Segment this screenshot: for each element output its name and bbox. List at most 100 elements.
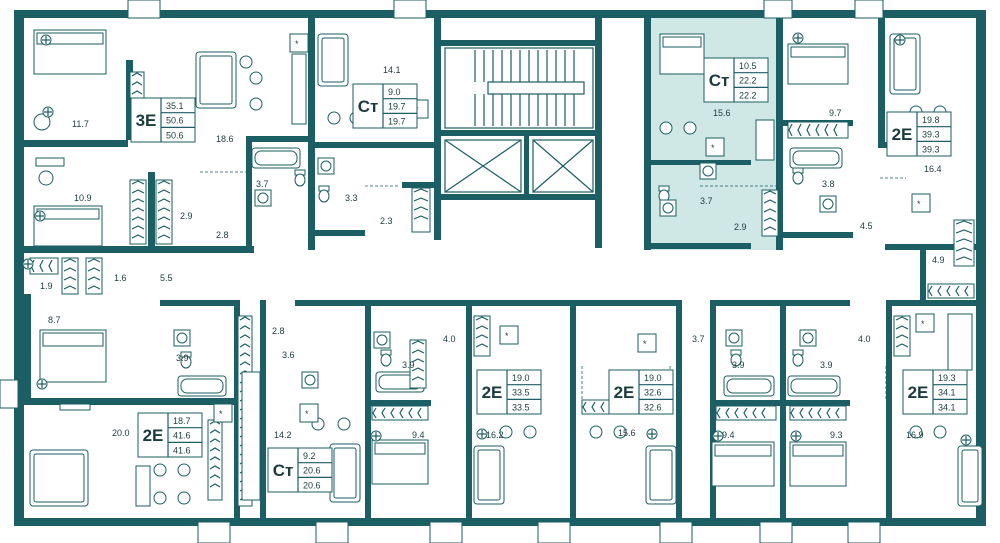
chair-icon — [33, 113, 51, 131]
toilet-icon — [318, 185, 330, 203]
room-area: 9.7 — [829, 108, 842, 118]
apartment-area-value: 9.2 — [303, 451, 316, 461]
sofa-icon — [29, 449, 89, 507]
bed-icon — [789, 441, 847, 487]
bed-icon — [39, 329, 107, 383]
room-area: 2.9 — [180, 211, 193, 221]
sink-icon — [819, 195, 837, 213]
svg-text:*: * — [305, 409, 309, 419]
apartment-area-value: 35.1 — [166, 101, 184, 111]
room-area: 1.6 — [114, 273, 127, 283]
sink-icon — [373, 331, 391, 349]
sink-icon — [725, 329, 743, 347]
room-area: 2.8 — [216, 230, 229, 240]
desk-icon — [35, 157, 65, 167]
room-area: 9.4 — [412, 430, 425, 440]
apartment-area-value: 33.5 — [512, 388, 530, 398]
apartment-code: 2Е — [482, 383, 503, 402]
room-area: 8.7 — [48, 315, 61, 325]
apartment-code: Ст — [273, 461, 294, 480]
apartment-area-value: 20.6 — [303, 466, 321, 476]
apartment-area-value: 20.6 — [303, 480, 321, 490]
bathtub-icon — [251, 147, 301, 169]
wardrobe-icon — [761, 189, 779, 237]
apartment-area-value: 9.0 — [388, 87, 401, 97]
bed-icon — [33, 205, 103, 247]
stove-icon: * — [637, 333, 657, 353]
apartment-area-value: 50.6 — [166, 130, 184, 140]
chair-icon — [177, 463, 191, 477]
apartment-code: 2Е — [892, 125, 913, 144]
stove-icon: * — [299, 403, 319, 423]
room-area: 3.7 — [256, 179, 269, 189]
apartment-area-value: 22.2 — [739, 76, 757, 86]
apartment-code: Ст — [709, 71, 730, 90]
apartment-code: 3Е — [136, 111, 157, 130]
room-area: 4.0 — [858, 334, 871, 344]
wardrobe-icon — [85, 257, 103, 295]
chair-icon — [249, 71, 263, 85]
room-area: 4.0 — [443, 334, 456, 344]
apartment-code: 2Е — [143, 426, 164, 445]
toilet-icon — [792, 167, 804, 185]
sofa-icon — [195, 51, 237, 109]
room-area: 14.2 — [274, 430, 292, 440]
bathtub-icon — [723, 375, 775, 397]
toilet-icon — [180, 351, 192, 369]
apartment-area-value: 34.1 — [938, 402, 956, 412]
sink-icon — [173, 329, 191, 347]
wardrobe-icon — [953, 219, 975, 267]
socket-icon — [790, 430, 802, 442]
bed-icon — [371, 439, 429, 485]
room-area: 15.6 — [713, 108, 731, 118]
chair-icon — [523, 425, 537, 439]
wardrobe-icon — [409, 339, 427, 389]
chair-icon — [153, 491, 167, 505]
chair-icon — [613, 425, 627, 439]
apartment-area-value: 19.3 — [938, 373, 956, 383]
room-area: 3.7 — [692, 334, 705, 344]
wardrobe-icon — [371, 405, 429, 421]
sink-icon — [699, 162, 717, 180]
socket-icon — [960, 434, 972, 446]
stove-icon: * — [915, 313, 935, 333]
apartment-area-value: 32.6 — [644, 388, 662, 398]
room-area: 4.9 — [932, 255, 945, 265]
apartment-area-value: 50.6 — [166, 116, 184, 126]
apartment-area-value: 18.7 — [173, 416, 191, 426]
bed-icon — [659, 33, 705, 75]
socket-icon — [792, 32, 804, 44]
apartment-area-value: 19.8 — [922, 115, 940, 125]
svg-text:*: * — [295, 39, 299, 49]
chair-icon — [177, 491, 191, 505]
room-area: 3.3 — [345, 193, 358, 203]
apartment-area-value: 22.2 — [739, 90, 757, 100]
wardrobe-icon — [29, 257, 59, 275]
room-area: 5.5 — [160, 273, 173, 283]
counter-icon — [291, 53, 307, 125]
bathtub-icon — [789, 147, 843, 169]
svg-text:*: * — [505, 331, 509, 341]
wardrobe-icon — [473, 315, 491, 357]
wardrobe-icon — [155, 179, 173, 245]
bed-icon — [787, 43, 849, 85]
apartment-code: 2Е — [908, 383, 929, 402]
room-area: 16.4 — [924, 164, 942, 174]
toilet-icon — [380, 349, 392, 367]
room-area: 2.8 — [272, 326, 285, 336]
apartment-area-value: 33.5 — [512, 402, 530, 412]
socket-icon — [22, 258, 34, 270]
apartment-area-value: 10.5 — [739, 61, 757, 71]
windows — [0, 0, 884, 543]
sink-icon — [254, 189, 272, 207]
sink-icon — [799, 329, 817, 347]
room-area: 3.9 — [176, 353, 189, 363]
apartment-area-value: 41.6 — [173, 445, 191, 455]
chair-icon — [499, 425, 513, 439]
apartment-code: 2Е — [614, 383, 635, 402]
apartment-area-value: 19.7 — [388, 116, 406, 126]
tv-icon — [59, 403, 91, 411]
